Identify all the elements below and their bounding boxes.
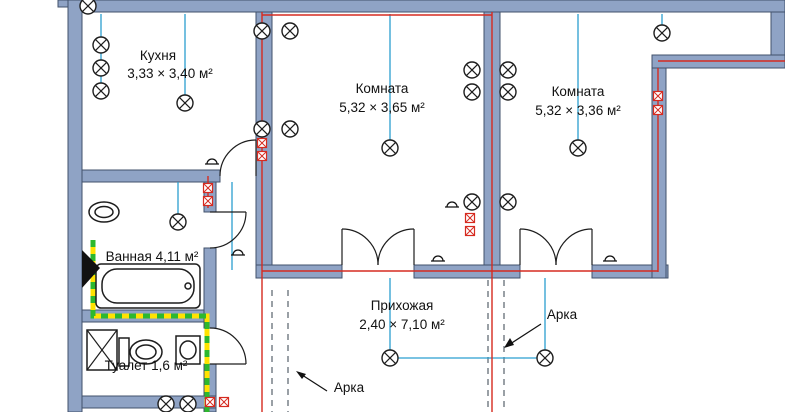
bathroom-sink-inner: [94, 205, 114, 219]
washing-machine-cross-2: [86, 329, 118, 371]
socket-symbol: [204, 396, 216, 408]
ceiling-lamp-symbol: [157, 395, 175, 412]
room1-dims-label: 5,32 × 3,65 м²: [339, 100, 425, 115]
room2-door-arc-right: [555, 228, 593, 266]
bathroom-label: Ванная 4,11 м²: [106, 249, 199, 264]
ceiling-lamp-symbol: [281, 120, 299, 138]
annotations-layer: [296, 323, 542, 392]
ceiling-lamp-symbol: [463, 83, 481, 101]
room1-door-arc-left: [341, 228, 379, 266]
ceiling-lamp-symbol: [569, 139, 587, 157]
socket-symbol: [652, 104, 664, 116]
socket-symbol: [256, 150, 268, 162]
toilet-sink: [175, 335, 201, 365]
room1-door-arc-right: [377, 228, 415, 266]
ceiling-lamp-symbol: [92, 59, 110, 77]
wall-left-outer: [67, 0, 83, 412]
room1-double-door: [341, 228, 415, 266]
ceiling-lamp-symbol: [463, 61, 481, 79]
ceiling-lamp-symbol: [499, 83, 517, 101]
bathroom-door-arc: [209, 211, 247, 249]
hallway-dims-label: 2,40 × 7,10 м²: [359, 317, 445, 332]
ceiling-lamp-symbol: [499, 193, 517, 211]
arch-left-label: Арка: [334, 380, 365, 395]
ceiling-lamp-symbol: [179, 395, 197, 412]
ceiling-lamp-symbol: [92, 36, 110, 54]
switch-icon: [231, 249, 245, 256]
sockets-layer: [202, 90, 664, 408]
bathroom-sink: [88, 201, 120, 223]
toilet-sink-inner: [179, 340, 197, 360]
arch-right-arrow-line: [506, 323, 542, 347]
bathtub: [95, 263, 201, 309]
socket-symbol: [464, 212, 476, 224]
bathroom-door: [209, 211, 247, 249]
wall-kitchen-bottom: [81, 169, 221, 183]
wall-top-outer: [81, 0, 785, 13]
switch-icon: [603, 255, 617, 262]
washing-machine: [86, 329, 118, 371]
kitchen-name-label: Кухня: [140, 48, 176, 63]
socket-symbol: [202, 182, 214, 194]
wall-room2-right: [651, 54, 667, 279]
ceiling-lamp-symbol: [92, 82, 110, 100]
ceiling-lamp-symbol: [169, 213, 187, 231]
arch-right-arrow-head: [504, 338, 514, 348]
socket-symbol: [464, 225, 476, 237]
socket-symbol: [218, 396, 230, 408]
ceiling-lamp-symbol: [463, 193, 481, 211]
electrical-panel-marker: [82, 250, 100, 288]
room1-name-label: Комната: [356, 81, 409, 96]
room2-dims-label: 5,32 × 3,36 м²: [535, 103, 621, 118]
wiring-red-layer: [207, 12, 785, 412]
doors-layer: [209, 139, 593, 365]
bathtub-inner: [101, 268, 195, 304]
socket-symbol: [652, 90, 664, 102]
ceiling-lamp-symbol: [381, 349, 399, 367]
room2-double-door: [519, 228, 593, 266]
kitchen-door: [219, 139, 257, 177]
toilet-tank: [118, 337, 130, 367]
toilet-fixture: [118, 337, 163, 367]
ceiling-lamp-symbol: [536, 349, 554, 367]
ground-line: [90, 240, 210, 412]
ceiling-lamp-symbol: [253, 22, 271, 40]
arch-right-label: Арка: [547, 307, 578, 322]
wall-right-stub: [770, 11, 785, 56]
toilet-bowl-inner: [135, 344, 157, 360]
arch-left-arrow-head: [296, 371, 306, 379]
hallway-name-label: Прихожая: [371, 298, 434, 313]
room2-door-arc-left: [519, 228, 557, 266]
ceiling-lamp-symbol: [653, 24, 671, 42]
toilet-door-arc: [209, 327, 247, 365]
socket-symbol: [256, 137, 268, 149]
switch-icon: [445, 201, 459, 208]
ceiling-lamp-symbol: [79, 0, 97, 15]
kitchen-dims-label: 3,33 × 3,40 м²: [127, 66, 213, 81]
switches-layer: [205, 158, 617, 262]
wiring-blue-layer: [100, 14, 663, 359]
ceiling-lamp-symbol: [499, 61, 517, 79]
switch-icon: [431, 255, 445, 262]
ceiling-lamp-symbol: [253, 120, 271, 138]
arch-openings-layer: [271, 280, 505, 412]
ceiling-lamp-symbol: [281, 22, 299, 40]
labels-layer: Кухня 3,33 × 3,40 м² Комната 5,32 × 3,65…: [105, 48, 622, 395]
room2-name-label: Комната: [552, 84, 605, 99]
fixtures-layer: [82, 201, 201, 371]
toilet-door: [209, 327, 247, 365]
ceiling-lamp-symbol: [381, 139, 399, 157]
socket-symbol: [202, 195, 214, 207]
ground-line-green: [90, 240, 210, 412]
ceiling-lamp-symbol: [176, 94, 194, 112]
switch-icon: [205, 158, 219, 165]
toilet-label: Туалет 1,6 м²: [105, 358, 188, 373]
bathtub-drain: [184, 282, 192, 290]
blue-wire-hallway: [389, 278, 546, 359]
kitchen-door-arc: [219, 139, 257, 177]
lamps-layer: [79, 0, 671, 412]
